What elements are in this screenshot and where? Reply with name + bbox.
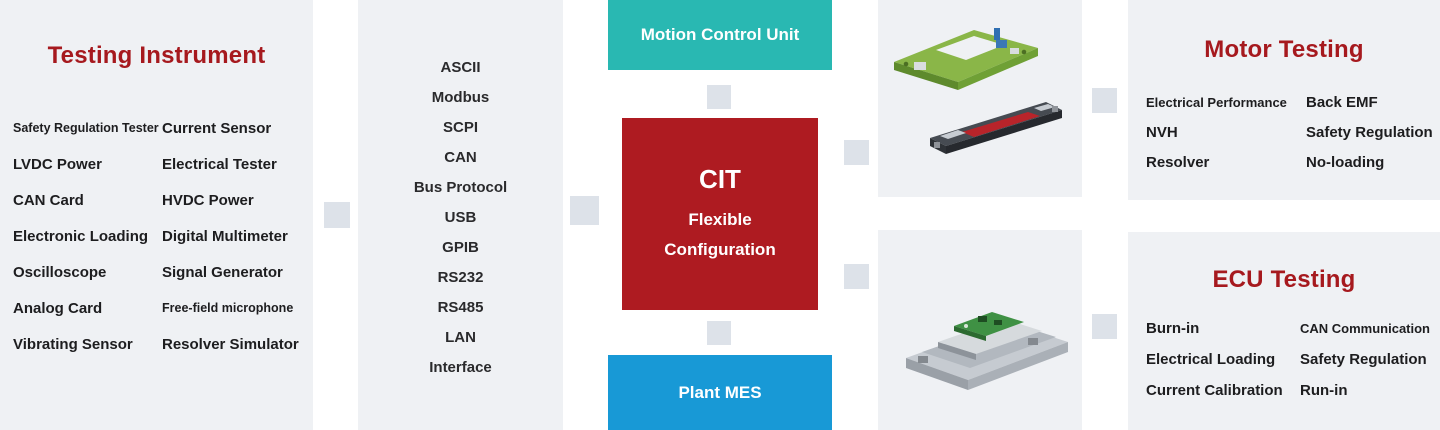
cit-subtitle: Flexible	[688, 209, 752, 229]
protocol-list: ASCII Modbus SCPI CAN Bus Protocol USB G…	[358, 0, 563, 383]
connector-square	[570, 196, 599, 225]
instrument-item: HVDC Power	[162, 191, 254, 209]
green-board-illustration	[954, 312, 1024, 341]
plant-mes-label: Plant MES	[678, 382, 762, 402]
motor-testing-panel: Motor Testing Electrical Performance NVH…	[1128, 0, 1440, 200]
protocol-item: RS485	[437, 299, 484, 316]
motion-control-unit-box: Motion Control Unit	[608, 0, 832, 70]
protocols-panel: ASCII Modbus SCPI CAN Bus Protocol USB G…	[358, 0, 563, 430]
instrument-list: Safety Regulation Tester LVDC Power CAN …	[13, 110, 307, 362]
instrument-item: Current Sensor	[162, 119, 272, 137]
instrument-item: Electronic Loading	[13, 227, 149, 245]
ecu-testing-item: Electrical Loading	[1146, 351, 1276, 368]
instrument-item: Signal Generator	[162, 263, 283, 281]
testing-instrument-title: Testing Instrument	[47, 42, 266, 69]
protocol-item: ASCII	[440, 59, 481, 76]
motor-testing-col-left: Electrical Performance NVH Resolver	[1146, 87, 1306, 177]
ecu-fixture-panel	[878, 230, 1082, 430]
connector-square	[1092, 314, 1117, 339]
instrument-item: CAN Card	[13, 191, 84, 209]
protocol-item: RS232	[437, 269, 484, 286]
motion-control-unit-label: Motion Control Unit	[640, 25, 800, 44]
connector-square	[844, 264, 869, 289]
motor-testing-item: Resolver	[1146, 153, 1210, 171]
ecu-testing-list: Burn-in Electrical Loading Current Calib…	[1146, 313, 1434, 406]
motor-fixture-image	[894, 28, 1062, 154]
protocol-item: SCPI	[442, 119, 478, 136]
ecu-testing-item: Safety Regulation	[1300, 351, 1427, 368]
instrument-item: Analog Card	[13, 299, 103, 317]
connector-square	[1092, 88, 1117, 113]
cit-subtitle: Configuration	[664, 239, 776, 259]
motor-testing-list: Electrical Performance NVH Resolver Back…	[1146, 87, 1434, 177]
connector-square	[324, 202, 350, 228]
ecu-testing-col-left: Burn-in Electrical Loading Current Calib…	[1146, 313, 1300, 406]
protocol-item: USB	[444, 209, 477, 226]
plant-mes-box: Plant MES	[608, 355, 832, 430]
instrument-item: LVDC Power	[13, 155, 102, 173]
motor-testing-title: Motor Testing	[1204, 36, 1364, 63]
instrument-item: Oscilloscope	[13, 263, 107, 281]
motor-testing-item: NVH	[1146, 123, 1178, 141]
linear-rail-illustration	[930, 102, 1062, 154]
instrument-item: Safety Regulation Tester	[13, 121, 159, 135]
stage-illustration	[906, 319, 1068, 390]
ecu-fixture-image	[906, 312, 1068, 390]
cit-title: CIT	[699, 163, 741, 194]
instrument-item: Digital Multimeter	[162, 227, 288, 245]
instrument-item: Electrical Tester	[162, 155, 277, 173]
connector-square	[844, 140, 869, 165]
pcb-plate-illustration	[894, 28, 1038, 90]
instrument-col-right: Current Sensor Electrical Tester HVDC Po…	[162, 110, 307, 362]
connector-square	[707, 321, 731, 345]
protocol-item: CAN	[444, 149, 477, 166]
ecu-testing-item: Current Calibration	[1146, 382, 1283, 399]
instrument-item: Resolver Simulator	[162, 335, 299, 353]
ecu-testing-item: Burn-in	[1146, 320, 1200, 337]
testing-instrument-panel: Testing Instrument Safety Regulation Tes…	[0, 0, 313, 430]
motor-testing-item: Back EMF	[1306, 93, 1378, 111]
ecu-testing-item: CAN Communication	[1300, 321, 1430, 336]
instrument-item: Free-field microphone	[162, 301, 294, 315]
ecu-testing-title: ECU Testing	[1212, 266, 1356, 293]
motor-fixture-panel	[878, 0, 1082, 197]
motor-testing-col-right: Back EMF Safety Regulation No-loading	[1306, 87, 1434, 177]
motor-testing-item: Safety Regulation	[1306, 123, 1433, 141]
instrument-col-left: Safety Regulation Tester LVDC Power CAN …	[13, 110, 162, 362]
motor-testing-item: Electrical Performance	[1146, 94, 1287, 110]
protocol-item: GPIB	[442, 239, 479, 256]
ecu-testing-col-right: CAN Communication Safety Regulation Run-…	[1300, 313, 1434, 406]
motor-testing-item: No-loading	[1306, 153, 1385, 171]
ecu-testing-panel: ECU Testing Burn-in Electrical Loading C…	[1128, 232, 1440, 430]
instrument-item: Vibrating Sensor	[13, 335, 133, 353]
connector-square	[707, 85, 731, 109]
ecu-testing-item: Run-in	[1300, 382, 1348, 399]
protocol-item: Modbus	[431, 89, 490, 106]
protocol-item: Bus Protocol	[413, 179, 508, 196]
cit-box: CIT Flexible Configuration	[622, 118, 818, 310]
protocol-item: LAN	[445, 329, 476, 346]
protocol-item: Interface	[429, 359, 492, 376]
